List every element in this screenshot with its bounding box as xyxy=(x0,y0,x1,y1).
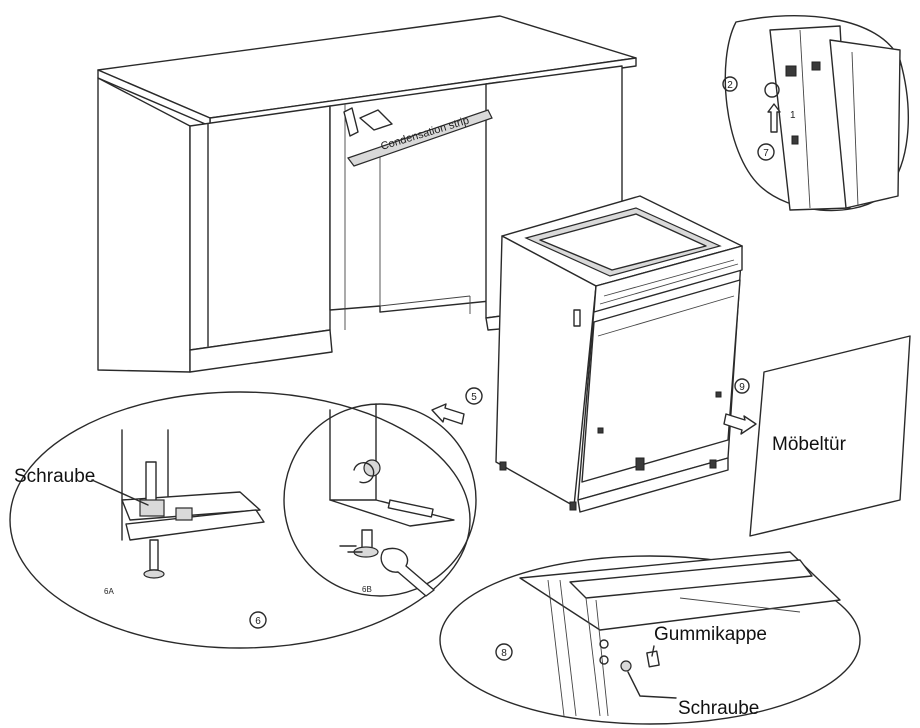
step-9-number: 9 xyxy=(739,382,745,393)
step-1-number: 1 xyxy=(790,110,796,121)
detail-door-fixing xyxy=(439,551,861,725)
schraube-left-label: Schraube xyxy=(14,466,95,487)
dishwasher xyxy=(495,195,743,513)
moebeltuer-label: Möbeltür xyxy=(772,434,847,455)
detail-top-right xyxy=(724,15,909,212)
schraube-bottom-leader xyxy=(627,671,677,699)
step-7-circle xyxy=(757,143,775,161)
gummikappe-label: Gummikappe xyxy=(654,624,767,645)
gummikappe-leader xyxy=(651,645,655,657)
arrow-9 xyxy=(723,413,757,435)
condensation-strip xyxy=(347,109,493,167)
step-6-circle xyxy=(249,611,267,629)
sub-6a-label: 6A xyxy=(104,587,114,596)
step-2-circle xyxy=(722,76,738,92)
schraube-left-leader xyxy=(91,479,149,506)
step-6-number: 6 xyxy=(255,616,261,627)
step-9-circle xyxy=(734,378,750,394)
furniture-door-panel xyxy=(749,335,911,537)
step-2-number: 2 xyxy=(727,80,733,91)
arrow-5 xyxy=(431,403,465,425)
step-5-circle xyxy=(465,387,483,405)
step-8-number: 8 xyxy=(501,648,507,659)
detail-leveling-feet xyxy=(9,391,477,649)
sub-6b-label: 6B xyxy=(362,585,372,594)
step-7-number: 7 xyxy=(763,148,769,159)
schraube-bottom-label: Schraube xyxy=(678,698,759,719)
step-8-circle xyxy=(495,643,513,661)
step-5-number: 5 xyxy=(471,392,477,403)
